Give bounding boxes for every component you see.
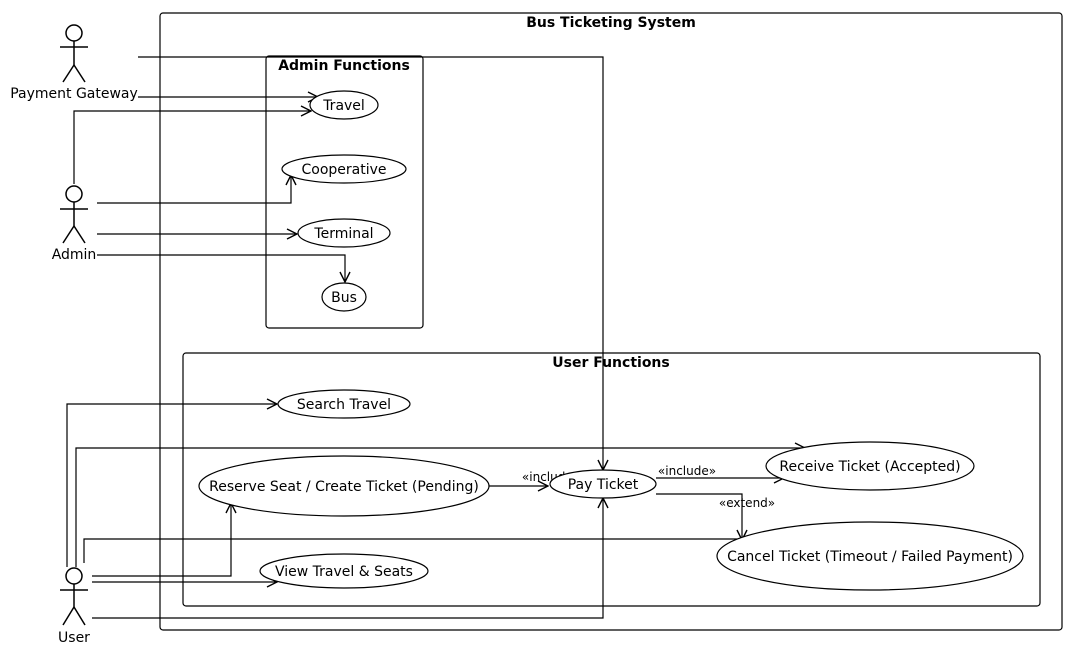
system-boundary (159, 12, 1063, 631)
use-case-cooperative-label: Cooperative (301, 162, 386, 178)
payment-gateway-actor-icon (60, 24, 88, 83)
user-functions-package (182, 352, 1041, 607)
actor-payment-gateway-label: Payment Gateway (10, 86, 138, 102)
use-case-receive-ticket-label: Receive Ticket (Accepted) (779, 459, 960, 475)
use-case-pay-ticket-label: Pay Ticket (568, 477, 639, 493)
use-case-bus[interactable]: Bus (321, 282, 367, 312)
use-case-bus-label: Bus (331, 290, 357, 306)
actor-admin-label: Admin (52, 247, 97, 263)
edge-pay-extend-cancel (656, 493, 742, 540)
use-case-travel-label: Travel (322, 98, 365, 114)
use-case-view-travel-seats[interactable]: View Travel & Seats (259, 553, 429, 589)
system-title: Bus Ticketing System (526, 15, 696, 31)
admin-functions-title: Admin Functions (278, 58, 410, 74)
edge-user-to-reserve-seat (92, 503, 231, 577)
use-case-cancel-ticket-label: Cancel Ticket (Timeout / Failed Payment) (727, 549, 1013, 565)
use-case-search-travel[interactable]: Search Travel (277, 389, 411, 419)
edge-user-to-search-travel (66, 404, 277, 567)
user-functions-title: User Functions (552, 355, 669, 371)
actor-payment-gateway[interactable]: Payment Gateway (10, 24, 138, 102)
admin-actor-icon (60, 185, 88, 244)
use-case-view-travel-seats-label: View Travel & Seats (275, 564, 413, 580)
edge-admin-to-bus (97, 254, 345, 282)
edge-user-to-pay-ticket (92, 498, 603, 619)
edge-admin-to-travel (73, 111, 311, 184)
use-case-reserve-seat-label: Reserve Seat / Create Ticket (Pending) (209, 479, 479, 495)
use-case-cancel-ticket[interactable]: Cancel Ticket (Timeout / Failed Payment) (716, 521, 1024, 591)
edge-admin-to-cooperative (97, 175, 291, 204)
use-case-receive-ticket[interactable]: Receive Ticket (Accepted) (765, 441, 975, 491)
include-label-pay-receive: «include» (658, 464, 716, 478)
actor-user-label: User (58, 630, 90, 646)
use-case-terminal-label: Terminal (313, 226, 373, 242)
use-case-cooperative[interactable]: Cooperative (281, 154, 407, 184)
admin-functions-package (265, 55, 424, 329)
edge-user-to-receive-ticket (75, 448, 805, 567)
actor-admin[interactable]: Admin (52, 185, 97, 263)
use-case-pay-ticket[interactable]: Pay Ticket (549, 469, 657, 499)
use-case-terminal[interactable]: Terminal (297, 218, 391, 248)
use-case-travel[interactable]: Travel (309, 90, 379, 120)
use-case-search-travel-label: Search Travel (297, 397, 391, 413)
use-case-reserve-seat[interactable]: Reserve Seat / Create Ticket (Pending) (198, 455, 490, 517)
connectors (66, 56, 805, 619)
extend-label-pay-cancel: «extend» (719, 496, 775, 510)
edge-user-to-cancel-ticket (83, 538, 740, 563)
edge-payment-gateway-to-pay-ticket (138, 56, 603, 470)
actor-user[interactable]: User (58, 567, 90, 646)
user-actor-icon (60, 567, 88, 626)
